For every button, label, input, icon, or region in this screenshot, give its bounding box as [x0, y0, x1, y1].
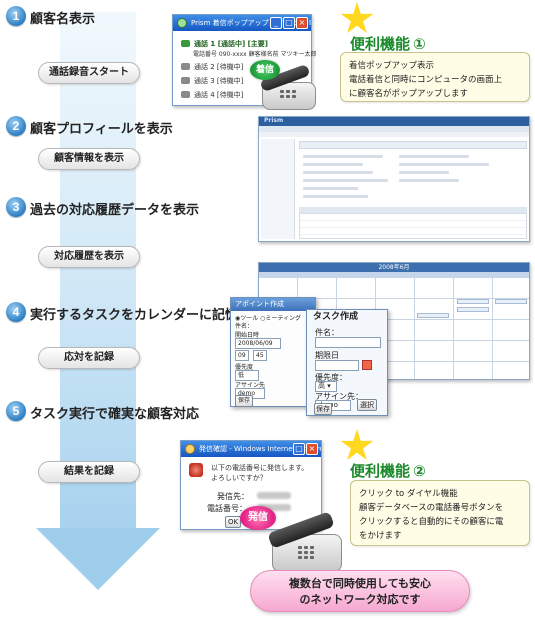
popup-title-bar: Prism 着信ポップアップ - Windows Internet Explor… [173, 15, 311, 31]
crm-customer-screen: Prism [258, 116, 530, 242]
popup-title: Prism 着信ポップアップ - Windows Internet Explor… [191, 19, 311, 27]
step-2-number: 2 [6, 116, 26, 136]
call-line-1[interactable]: 通話 1 [通話中] [主要] [181, 39, 268, 49]
step-4-number: 4 [6, 302, 26, 322]
feature-1-description: 着信ポップアップ表示 電話着信と同時にコンピュータの画面上 に顧客名がポップアッ… [340, 52, 530, 102]
appt-start-label: 開始日時 [235, 332, 260, 339]
network-note: 複数台で同時使用しても安心 のネットワーク対応です [250, 570, 470, 612]
task-save-button[interactable]: 保存 [314, 403, 332, 415]
dial-title: 発信確認 - Windows Internet Explorer [199, 445, 321, 453]
task-due-label: 期限日 [315, 351, 339, 360]
task-select-button[interactable]: 選択 [357, 399, 377, 411]
appt-save-button[interactable]: 保存 [235, 395, 253, 407]
warning-phone-icon [189, 463, 203, 477]
task-assignee-label: アサイン先： [315, 392, 363, 401]
step-3-title: 過去の対応履歴データを表示 [30, 203, 200, 218]
task-subject-field[interactable] [315, 337, 381, 348]
phone-line-icon [181, 77, 190, 84]
telephone-icon [262, 511, 348, 576]
dial-caller-label: 発信先： [217, 492, 249, 501]
task-priority-select[interactable]: 高 ▾ [315, 381, 337, 392]
close-icon[interactable]: × [296, 17, 308, 29]
feature-2-description: クリック to ダイヤル機能 顧客データベースの電話番号ボタンを クリックすると… [350, 480, 530, 546]
crm-logo: Prism [264, 117, 284, 124]
appointment-type-radios[interactable]: ◉ツール ○ミーティング [235, 315, 302, 322]
dial-caller-value-blurred [257, 492, 291, 499]
step-5-title: タスク実行で確実な顧客対応 [30, 407, 200, 422]
step-1-title: 顧客名表示 [30, 12, 96, 27]
calendar-header: 2008年6月 [259, 263, 529, 272]
appt-hour-select[interactable]: 09 [235, 350, 249, 361]
task-due-field[interactable] [315, 360, 359, 371]
dial-ok-button[interactable]: OK [225, 516, 241, 528]
flow-arrow-shaft [60, 12, 136, 530]
step-5-number: 5 [6, 401, 26, 421]
call-line-4[interactable]: 通話 4 [待機中] [181, 90, 243, 100]
step-4-title: 実行するタスクをカレンダーに記憶 [30, 308, 239, 323]
step-3-number: 3 [6, 197, 26, 217]
telephone-icon [256, 63, 320, 112]
appt-start-date-field[interactable]: 2008/06/09 [235, 338, 281, 349]
call-line-1-detail: 電話番号 090-xxxx 顧客様名前 マツキー太郎 [193, 51, 317, 58]
dial-title-bar: 発信確認 - Windows Internet Explorer □ × [181, 441, 321, 457]
step-3-action: 対応履歴を表示 [38, 246, 140, 268]
step-4-action: 応対を記録 [38, 347, 140, 369]
phone-line-icon [181, 91, 190, 98]
task-create-dialog: タスク作成 件名： 期限日 優先度： 高 ▾ アサイン先： demo 選択 [306, 309, 388, 416]
star-icon [340, 2, 374, 33]
appt-subject-label: 件名： [235, 323, 254, 330]
appt-assignee-label: アサイン先 [235, 382, 266, 389]
task-priority-label: 優先度： [315, 373, 347, 382]
call-line-3[interactable]: 通話 3 [待機中] [181, 76, 243, 86]
maximize-icon[interactable]: □ [293, 443, 305, 455]
step-5-action: 結果を記録 [38, 461, 140, 483]
task-dialog-title: タスク作成 [307, 310, 387, 324]
appt-minute-select[interactable]: 45 [253, 350, 267, 361]
step-1-action: 通話録音スタート [38, 62, 140, 84]
phone-line-icon [181, 40, 190, 47]
phone-line-icon [181, 63, 190, 70]
app-icon [185, 444, 195, 454]
dial-message-1: 以下の電話番号に発信します。 [211, 464, 309, 472]
dial-message-2: よろしいですか？ [211, 474, 267, 482]
star-icon [340, 429, 374, 460]
app-icon [177, 18, 187, 28]
step-1-number: 1 [6, 6, 26, 26]
minimize-icon[interactable]: _ [270, 17, 282, 29]
dial-number-label: 電話番号： [207, 504, 247, 513]
task-subject-label: 件名： [315, 328, 339, 337]
call-line-2[interactable]: 通話 2 [待機中] [181, 62, 243, 72]
appt-priority-select[interactable]: 低 [235, 370, 259, 381]
network-note-line-1: 複数台で同時使用しても安心 [288, 577, 432, 590]
incoming-popup-window: Prism 着信ポップアップ - Windows Internet Explor… [172, 14, 317, 106]
appointment-dialog: アポイント作成 ◉ツール ○ミーティング 件名： 開始日時 2008/06/09… [230, 297, 316, 407]
dial-badge: 発信 [240, 506, 276, 530]
appointment-dialog-title: アポイント作成 [231, 298, 315, 311]
close-icon[interactable]: × [306, 443, 318, 455]
flow-arrow-head [36, 528, 160, 590]
step-2-title: 顧客プロフィールを表示 [30, 122, 173, 137]
step-2-action: 顧客情報を表示 [38, 148, 140, 170]
dial-number-value-blurred [257, 504, 291, 511]
maximize-icon[interactable]: □ [283, 17, 295, 29]
appt-priority-label: 優先度 [235, 364, 254, 371]
network-note-line-2: のネットワーク対応です [299, 593, 421, 606]
calendar-icon[interactable] [362, 360, 372, 370]
incoming-badge: 着信 [250, 60, 280, 80]
